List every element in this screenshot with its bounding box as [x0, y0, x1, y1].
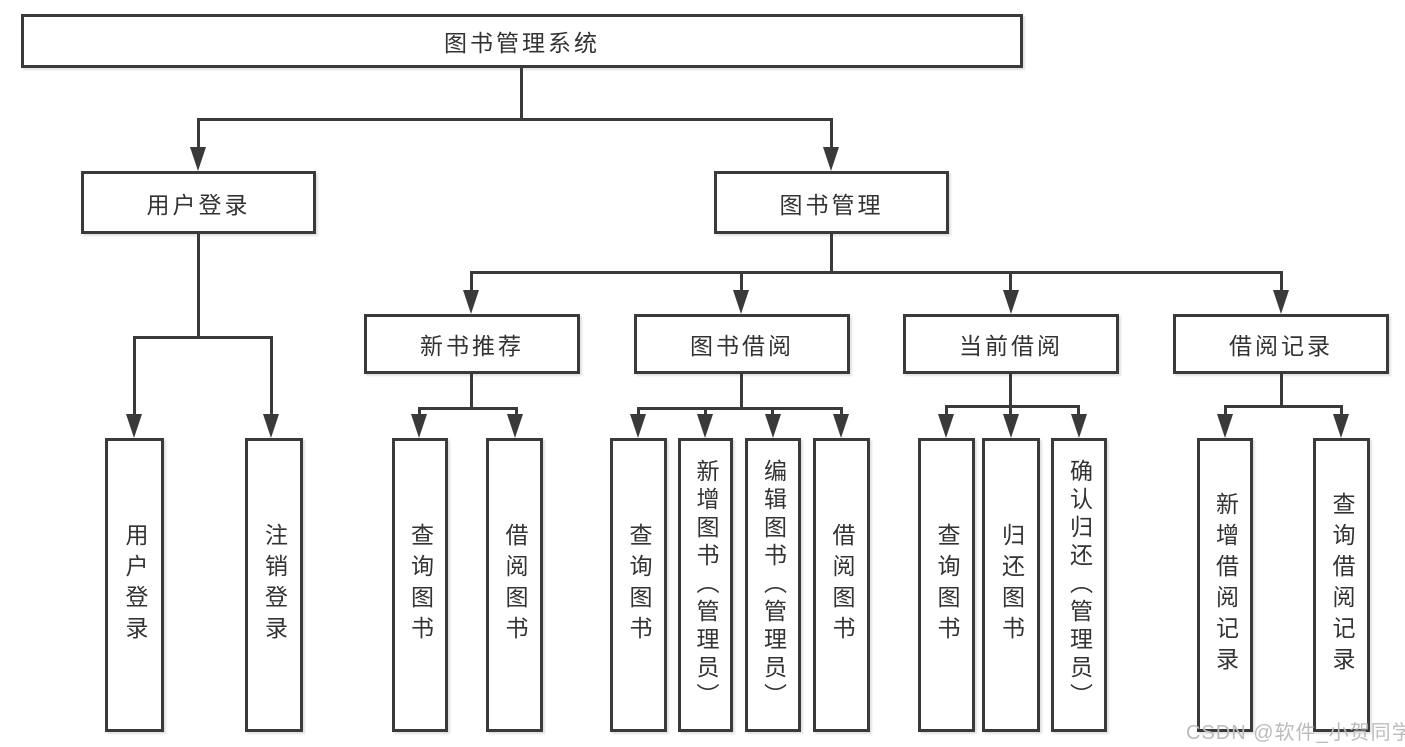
- connector-arrow-down-icon: [126, 414, 142, 438]
- connector-line: [637, 407, 640, 419]
- leaf-label: 查询图书: [626, 523, 652, 647]
- leaf-query-borrow-record: 查询借阅记录: [1313, 438, 1370, 732]
- connector-line: [1077, 405, 1080, 419]
- connector-line: [197, 118, 200, 150]
- connector-arrow-down-icon: [1333, 414, 1349, 438]
- connector-line: [945, 405, 948, 419]
- leaf-label: 查询图书: [934, 523, 960, 647]
- leaf-label: 用户登录: [122, 523, 148, 647]
- connector-arrow-down-icon: [263, 414, 279, 438]
- leaf-confirm-return-admin: 确认归还（管理员）: [1051, 438, 1107, 732]
- node-current-borrow: 当前借阅: [903, 314, 1119, 374]
- connector-line: [1340, 405, 1343, 419]
- leaf-query-books-recommend: 查询图书: [392, 438, 448, 732]
- connector-line: [133, 336, 273, 339]
- connector-line: [1009, 271, 1012, 295]
- leaf-borrow-books-recommend: 借阅图书: [486, 438, 543, 732]
- connector-line: [1280, 374, 1283, 408]
- leaf-add-books-admin: 新增图书（管理员）: [678, 438, 733, 732]
- connector-line: [740, 374, 743, 410]
- leaf-user-login: 用户登录: [105, 438, 164, 732]
- connector-arrow-down-icon: [507, 414, 523, 438]
- leaf-label: 借阅图书: [829, 523, 855, 647]
- connector-line: [418, 407, 421, 419]
- node-borrow-record: 借阅记录: [1173, 314, 1389, 374]
- leaf-label: 借阅图书: [502, 523, 528, 647]
- leaf-edit-books-admin: 编辑图书（管理员）: [745, 438, 801, 732]
- connector-arrow-down-icon: [733, 290, 749, 314]
- leaf-borrow-books: 借阅图书: [813, 438, 870, 732]
- connector-line: [197, 118, 833, 121]
- connector-arrow-down-icon: [938, 414, 954, 438]
- connector-line: [520, 68, 523, 118]
- connector-arrow-down-icon: [630, 414, 646, 438]
- node-label: 当前借阅: [959, 333, 1063, 359]
- node-user-login: 用户登录: [81, 171, 316, 234]
- connector-arrow-down-icon: [463, 290, 479, 314]
- connector-line: [830, 118, 833, 150]
- node-new-book-recommend: 新书推荐: [364, 314, 580, 374]
- leaf-add-borrow-record: 新增借阅记录: [1197, 438, 1253, 732]
- connector-arrow-down-icon: [1273, 290, 1289, 314]
- leaf-return-books: 归还图书: [982, 438, 1040, 732]
- connector-line: [830, 234, 833, 274]
- connector-arrow-down-icon: [765, 414, 781, 438]
- connector-arrow-down-icon: [1003, 290, 1019, 314]
- connector-line: [1224, 405, 1227, 419]
- connector-line: [704, 407, 707, 419]
- connector-arrow-down-icon: [190, 147, 206, 171]
- connector-line: [1009, 405, 1012, 419]
- connector-line: [1224, 405, 1343, 408]
- node-label: 用户登录: [146, 191, 251, 218]
- connector-line: [637, 407, 843, 410]
- leaf-label: 查询图书: [407, 523, 434, 647]
- connector-arrow-down-icon: [697, 414, 713, 438]
- leaf-label: 编辑图书（管理员）: [760, 459, 787, 711]
- connector-line: [133, 336, 136, 420]
- leaf-logout: 注销登录: [245, 438, 303, 732]
- leaf-label: 归还图书: [998, 523, 1025, 647]
- connector-arrow-down-icon: [1071, 414, 1087, 438]
- connector-line: [197, 234, 200, 339]
- connector-line: [771, 407, 774, 419]
- leaf-label: 确认归还（管理员）: [1066, 459, 1093, 711]
- connector-line: [1280, 271, 1283, 295]
- node-book-management: 图书管理: [714, 171, 949, 234]
- node-label: 新书推荐: [420, 333, 524, 359]
- connector-line: [470, 271, 473, 295]
- leaf-query-books-borrow: 查询图书: [610, 438, 667, 732]
- connector-line: [945, 405, 1080, 408]
- leaf-label: 查询借阅记录: [1329, 492, 1355, 678]
- connector-line: [418, 407, 518, 410]
- connector-line: [515, 407, 518, 419]
- node-book-borrow: 图书借阅: [634, 314, 850, 374]
- connector-arrow-down-icon: [411, 414, 427, 438]
- connector-arrow-down-icon: [1217, 414, 1233, 438]
- connector-arrow-down-icon: [833, 414, 849, 438]
- leaf-label: 新增借阅记录: [1212, 492, 1239, 678]
- leaf-label: 注销登录: [261, 523, 288, 647]
- connector-arrow-down-icon: [1003, 414, 1019, 438]
- connector-line: [840, 407, 843, 419]
- node-label: 图书借阅: [690, 333, 794, 359]
- connector-line: [470, 271, 1283, 274]
- leaf-query-books-current: 查询图书: [918, 438, 975, 732]
- node-label: 图书管理系统: [444, 30, 600, 56]
- connector-line: [270, 336, 273, 420]
- connector-line: [470, 374, 473, 410]
- node-label: 借阅记录: [1229, 333, 1333, 359]
- csdn-watermark: CSDN @软件_小贺同学: [1186, 722, 1405, 744]
- connector-line: [740, 271, 743, 295]
- node-library-management-system: 图书管理系统: [21, 14, 1023, 68]
- node-label: 图书管理: [779, 191, 884, 218]
- connector-line: [1009, 374, 1012, 408]
- leaf-label: 新增图书（管理员）: [693, 459, 719, 711]
- connector-arrow-down-icon: [823, 147, 839, 171]
